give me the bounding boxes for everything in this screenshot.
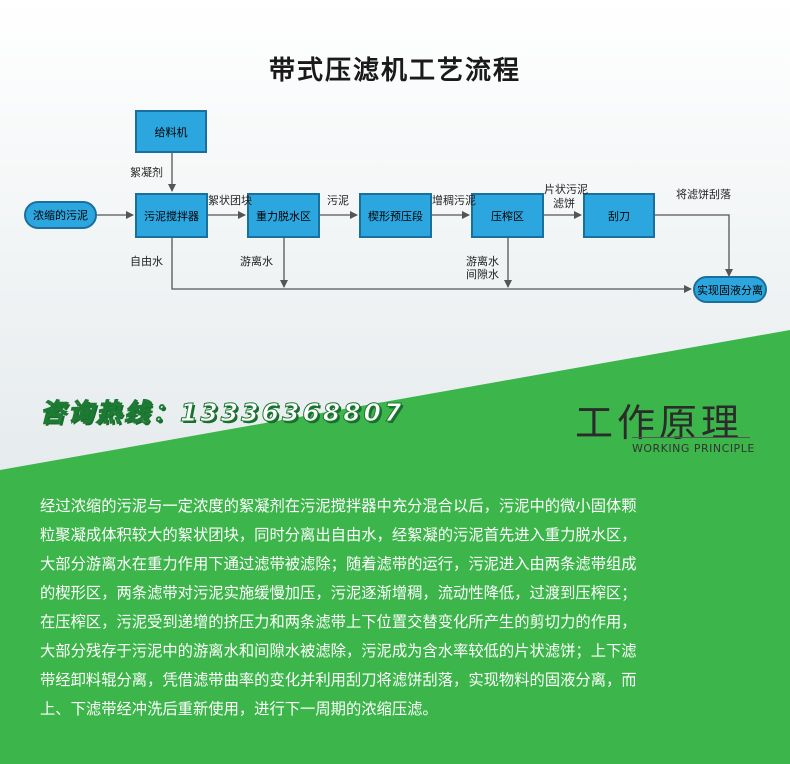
sludge-label: 污泥: [327, 194, 349, 207]
hotline-text: 咨询热线：13336368807: [39, 398, 405, 428]
press-water-label-line2: 间隙水: [466, 268, 499, 281]
description-text: 经过浓缩的污泥与一定浓度的絮凝剂在污泥搅拌器中充分混合以后，污泥中的微小固体颗 …: [40, 492, 752, 724]
cake-label-line1: 片状污泥: [544, 183, 588, 196]
title-underline: [632, 437, 750, 438]
scrape-label: 将滤饼刮落: [676, 188, 731, 201]
flow-arrows: [97, 153, 733, 293]
free-water-label: 自由水: [130, 255, 163, 268]
working-principle-title: 工作原理: [575, 401, 744, 445]
description-line: 在压榨区，污泥受到递增的挤压力和两条滤带上下位置交替变化所产生的剪切力的作用，: [40, 613, 637, 631]
thickened-sludge-label: 增稠污泥: [432, 194, 476, 207]
description-line: 粒聚凝成体积较大的絮状团块，同时分离出自由水，经絮凝的污泥首先进入重力脱水区，: [40, 526, 637, 544]
floc-label: 絮状团块: [208, 194, 252, 207]
feeder-box: 给料机: [135, 110, 207, 153]
press-zone-box: 压榨区: [471, 193, 544, 238]
gravity-zone-box: 重力脱水区: [247, 193, 320, 238]
description-line: 带经卸料辊分离，凭借滤带曲率的变化并利用刮刀将滤饼刮落，实现物料的固液分离，而: [40, 671, 637, 689]
output-node: 实现固液分离: [693, 276, 767, 303]
input-node: 浓缩的污泥: [24, 201, 97, 229]
description-line: 的楔形区，两条滤带对污泥实施缓慢加压，污泥逐渐增稠，流动性降低，过渡到压榨区；: [40, 584, 637, 602]
description-line: 大部分游离水在重力作用下通过滤带被滤除；随着滤带的运行，污泥进入由两条滤带组成: [40, 555, 637, 573]
gravity-water-label: 游离水: [240, 255, 273, 268]
description-line: 经过浓缩的污泥与一定浓度的絮凝剂在污泥搅拌器中充分混合以后，污泥中的微小固体颗: [40, 497, 637, 515]
scraper-box: 刮刀: [583, 193, 655, 238]
working-principle-subtitle: WORKING PRINCIPLE: [632, 442, 755, 455]
wedge-zone-box: 楔形预压段: [359, 193, 432, 238]
flocculant-label: 絮凝剂: [130, 166, 163, 179]
mixer-box: 污泥搅拌器: [135, 193, 208, 238]
cake-label-line2: 滤饼: [553, 197, 575, 210]
description-line: 上、下滤带经冲洗后重新使用，进行下一周期的浓缩压滤。: [40, 700, 438, 718]
diagram-title: 带式压滤机工艺流程: [268, 56, 521, 86]
press-water-label-line1: 游离水: [466, 255, 499, 268]
description-line: 大部分残存于污泥中的游离水和间隙水被滤除，污泥成为含水率较低的片状滤饼；上下滤: [40, 642, 637, 660]
